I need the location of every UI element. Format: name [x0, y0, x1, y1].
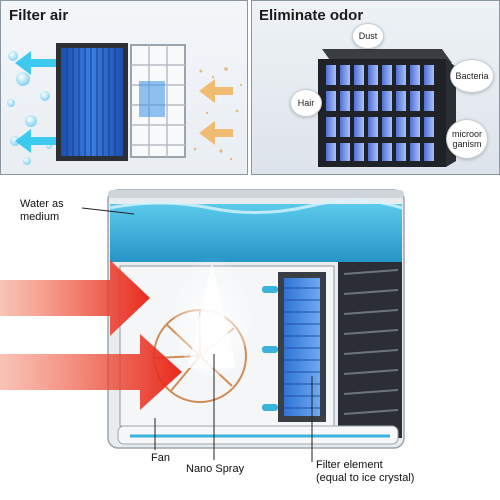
dust-bubble: Dust: [352, 23, 384, 49]
filter-air-title: Filter air: [9, 7, 69, 24]
filter-element-label: Filter element (equal to ice crystal): [316, 459, 414, 485]
hot-air-arrows: [0, 260, 182, 410]
filter-label-line1: Filter element: [316, 459, 383, 471]
bacteria-bubble: Bacteria: [450, 59, 494, 93]
fan-label: Fan: [151, 452, 170, 464]
callout-lines: [81, 207, 313, 462]
filter-label-line2: (equal to ice crystal): [316, 472, 415, 484]
water-medium-label: Water as medium: [20, 198, 64, 224]
cooler-body: [107, 189, 405, 449]
water-label-line1: Water as: [20, 198, 64, 210]
white-mesh-filter: [130, 44, 186, 158]
water-label-line2: medium: [20, 211, 60, 223]
filter-air-panel: Filter air: [0, 0, 248, 175]
filter-cube-illustration: [318, 49, 456, 167]
eliminate-odor-title: Eliminate odor: [259, 7, 364, 24]
filter-element: [262, 272, 326, 422]
nano-spray-label: Nano Spray: [186, 463, 245, 475]
airflow-arrows-filter: [15, 51, 63, 153]
dust-particles: [193, 67, 243, 161]
hair-bubble: Hair: [290, 89, 322, 117]
filter-cube-cells: [326, 65, 434, 161]
blue-filter-layer: [56, 43, 128, 161]
eliminate-odor-panel: Eliminate odor: [251, 0, 500, 175]
cooler-illustration: [0, 189, 405, 462]
cooler-cutaway-panel: Water as medium Fan Nano Spray Filter el…: [0, 178, 500, 500]
nano-spray-mist: [174, 256, 250, 376]
warm-air-arrows: [199, 79, 233, 145]
microorganism-bubble: microor ganism: [446, 119, 488, 159]
filter-air-illustration: [7, 43, 243, 165]
